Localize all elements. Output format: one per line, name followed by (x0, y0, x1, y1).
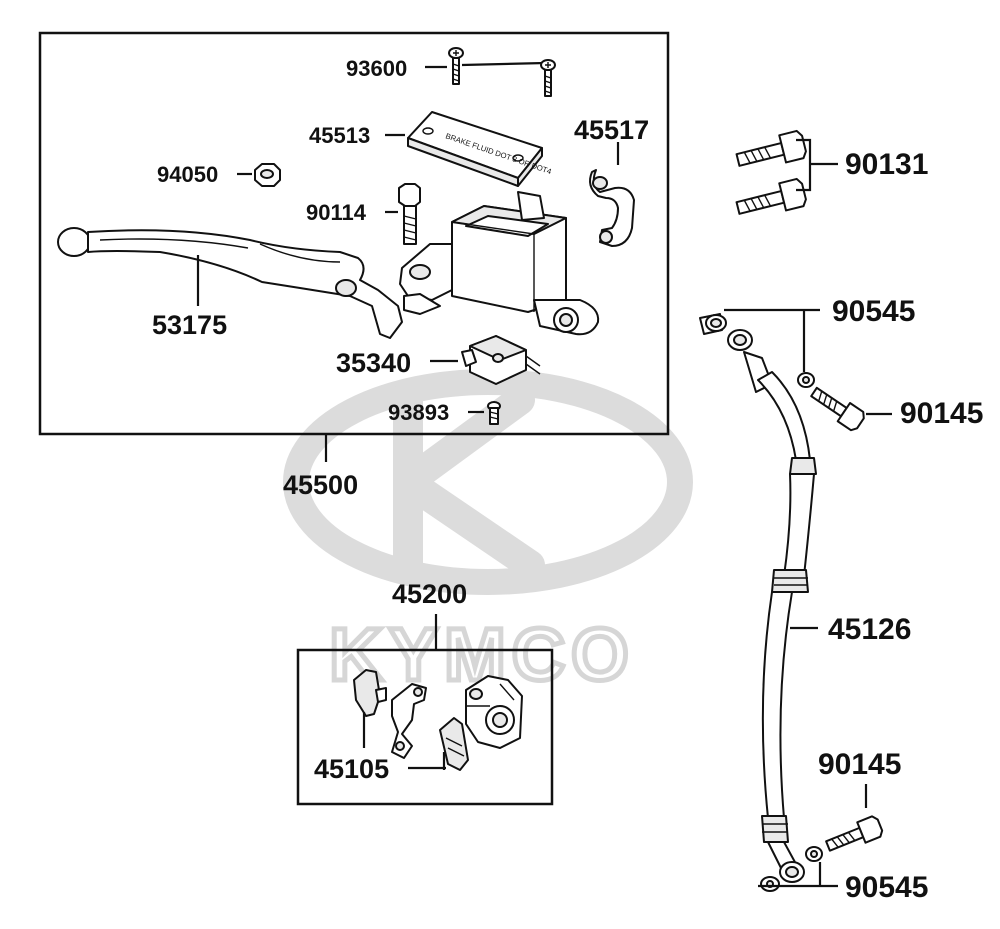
master-cylinder-body (399, 191, 600, 336)
nut-94050 (237, 163, 281, 187)
label-90545-top: 90545 (832, 295, 915, 328)
label-45126: 45126 (828, 613, 911, 646)
label-90131: 90131 (845, 148, 928, 181)
washer-90545-top (724, 308, 820, 388)
master-cylinder-assembly-box (38, 31, 670, 436)
bolt-90131-pair (735, 129, 838, 215)
brake-lever-53175 (57, 227, 403, 339)
label-90145-top: 90145 (900, 397, 983, 430)
label-45500: 45500 (283, 470, 358, 500)
screw-93893 (468, 401, 501, 425)
reservoir-cover-45513: BRAKE FLUID DOT 3 OR DOT4 (407, 111, 553, 187)
label-93600: 93600 (346, 56, 407, 81)
label-94050: 94050 (157, 162, 218, 187)
label-53175: 53175 (152, 310, 227, 340)
label-35340: 35340 (336, 348, 411, 378)
brake-hose-45126 (699, 313, 818, 883)
caliper-body (465, 675, 523, 749)
label-93893: 93893 (388, 400, 449, 425)
caliper-bracket (391, 683, 427, 759)
washer-90545-bottom (758, 846, 838, 892)
label-45200: 45200 (392, 579, 467, 609)
label-45105: 45105 (314, 754, 389, 784)
brake-pad-left (353, 669, 387, 748)
bolt-90145-bottom (825, 784, 884, 852)
bolt-90145-top (810, 386, 892, 432)
watermark-k-shape (393, 380, 545, 585)
label-45517: 45517 (574, 115, 649, 145)
label-90114: 90114 (306, 200, 367, 225)
caliper-assembly-box (296, 648, 554, 806)
label-90145-bottom: 90145 (818, 748, 901, 781)
label-90545-bottom: 90545 (845, 871, 928, 904)
watermark-ring (283, 369, 693, 595)
clamp-45517 (589, 142, 635, 247)
label-45513: 45513 (309, 123, 370, 148)
brake-switch-35340 (430, 335, 541, 385)
screw-93600-pair (425, 47, 556, 97)
bolt-90114 (385, 183, 421, 245)
brake-pad-right (439, 717, 469, 771)
